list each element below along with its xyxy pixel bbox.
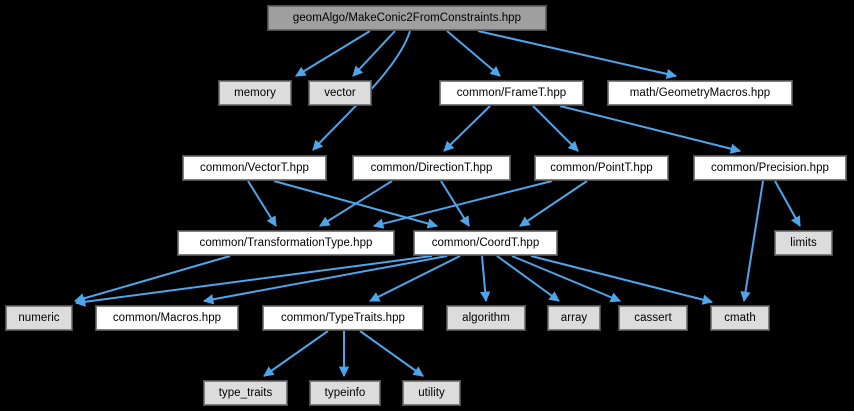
graph-edge xyxy=(559,105,742,154)
graph-node-array[interactable]: array xyxy=(547,305,601,331)
graph-node-coordt[interactable]: common/CoordT.hpp xyxy=(413,230,558,256)
graph-node-label: utility xyxy=(418,387,445,399)
graph-edge xyxy=(443,105,491,152)
graph-edge xyxy=(74,255,433,307)
graph-edge xyxy=(440,180,470,227)
graph-node-label: algorithm xyxy=(462,312,510,324)
graph-node-label: numeric xyxy=(18,312,60,324)
graph-node-vector[interactable]: vector xyxy=(308,80,372,106)
graph-node-directiont[interactable]: common/DirectionT.hpp xyxy=(352,155,511,181)
graph-node-label: array xyxy=(560,312,588,324)
graph-edge xyxy=(496,255,560,302)
graph-node-typetraits[interactable]: common/TypeTraits.hpp xyxy=(262,305,424,331)
graph-edge xyxy=(319,180,393,227)
graph-node-algorithm[interactable]: algorithm xyxy=(446,305,526,331)
graph-edge xyxy=(359,330,424,377)
graph-node-label: type_traits xyxy=(218,387,273,399)
graph-node-utility[interactable]: utility xyxy=(402,380,461,406)
graph-node-label: common/DirectionT.hpp xyxy=(370,162,493,174)
graph-node-label: common/PointT.hpp xyxy=(550,162,653,174)
graph-node-label: cmath xyxy=(724,312,756,324)
graph-edge xyxy=(369,255,461,302)
graph-edge xyxy=(530,255,714,305)
graph-node-label: common/VectorT.hpp xyxy=(200,162,309,174)
graph-edge xyxy=(247,180,277,227)
graph-node-geomacros[interactable]: math/GeometryMacros.hpp xyxy=(607,80,793,106)
graph-edge xyxy=(477,30,678,79)
graph-edge xyxy=(295,30,371,77)
graph-node-label: common/FrameT.hpp xyxy=(456,87,567,99)
graph-node-cmath[interactable]: cmath xyxy=(710,305,770,331)
graph-edge xyxy=(74,255,231,304)
graph-node-label: common/Precision.hpp xyxy=(711,162,829,174)
graph-node-label: common/CoordT.hpp xyxy=(431,237,540,249)
graph-edge xyxy=(372,180,553,229)
graph-node-label: math/GeometryMacros.hpp xyxy=(629,87,771,99)
graph-node-label: limits xyxy=(790,237,817,249)
graph-node-macros[interactable]: common/Macros.hpp xyxy=(95,305,239,331)
graph-node-label: cassert xyxy=(634,312,672,324)
graph-node-framet[interactable]: common/FrameT.hpp xyxy=(439,80,584,106)
graph-edge xyxy=(479,255,491,303)
graph-node-memory[interactable]: memory xyxy=(218,80,292,106)
graph-edge xyxy=(446,30,501,77)
graph-node-label: common/Macros.hpp xyxy=(112,312,222,324)
graph-node-type_traits[interactable]: type_traits xyxy=(203,380,288,406)
graph-node-label: vector xyxy=(324,87,356,99)
graph-node-typeinfo[interactable]: typeinfo xyxy=(309,380,381,406)
graph-edge xyxy=(532,105,579,152)
graph-node-precision[interactable]: common/Precision.hpp xyxy=(693,155,847,181)
graph-node-transftype[interactable]: common/TransformationType.hpp xyxy=(177,230,395,256)
graph-node-label: common/TransformationType.hpp xyxy=(199,237,373,249)
graph-node-vectort[interactable]: common/VectorT.hpp xyxy=(182,155,327,181)
graph-edge xyxy=(352,30,396,77)
graph-edge xyxy=(519,180,588,227)
graph-node-root[interactable]: geomAlgo/MakeConic2FromConstraints.hpp xyxy=(267,5,547,31)
graph-node-limits[interactable]: limits xyxy=(774,230,833,256)
graph-edge xyxy=(774,180,801,227)
graph-edge xyxy=(511,255,621,303)
graph-node-cassert[interactable]: cassert xyxy=(618,305,688,331)
graph-edge xyxy=(263,330,329,377)
graph-edge xyxy=(202,255,448,305)
graph-node-label: geomAlgo/MakeConic2FromConstraints.hpp xyxy=(292,12,522,24)
graph-edge xyxy=(740,180,764,303)
graph-node-label: typeinfo xyxy=(324,387,366,399)
graph-node-label: common/TypeTraits.hpp xyxy=(281,312,405,324)
graph-node-pointt[interactable]: common/PointT.hpp xyxy=(534,155,669,181)
graph-node-label: memory xyxy=(234,87,276,99)
graph-node-numeric[interactable]: numeric xyxy=(5,305,73,331)
